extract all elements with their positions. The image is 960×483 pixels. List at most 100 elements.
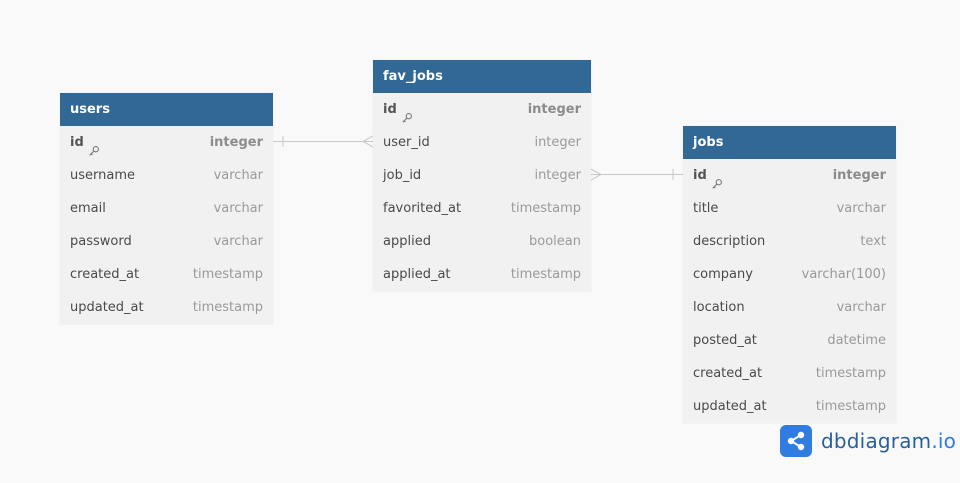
field-type: integer: [534, 168, 581, 183]
field-row-email[interactable]: email varchar: [60, 192, 273, 225]
key-icon: [88, 137, 100, 156]
field-name: password: [70, 225, 132, 258]
field-name-text: company: [693, 267, 753, 282]
field-name: id: [70, 126, 100, 159]
field-row-favorited-at[interactable]: favorited_at timestamp: [373, 192, 591, 225]
field-row-company[interactable]: company varchar(100): [683, 258, 896, 291]
field-name-text: updated_at: [693, 399, 767, 414]
field-name: created_at: [693, 357, 762, 390]
field-name-text: title: [693, 201, 719, 216]
relation-favjobs-jobs[interactable]: [590, 168, 683, 181]
field-type: integer: [534, 135, 581, 150]
field-name: created_at: [70, 258, 139, 291]
key-icon: [711, 170, 723, 189]
field-name-text: id: [70, 135, 84, 150]
field-name-text: description: [693, 234, 766, 249]
table-fields: id integer username varchar email varchar pass…: [60, 126, 273, 324]
field-name: company: [693, 258, 753, 291]
field-row-user-id[interactable]: user_id integer: [373, 126, 591, 159]
field-name-text: created_at: [693, 366, 763, 381]
field-row-created-at[interactable]: created_at timestamp: [683, 357, 896, 390]
table-header[interactable]: fav_jobs: [373, 60, 591, 93]
field-row-updated-at[interactable]: updated_at timestamp: [683, 390, 896, 423]
field-name-text: posted_at: [693, 333, 757, 348]
many-marker: [361, 135, 374, 148]
field-name-text: password: [70, 234, 132, 249]
field-name: title: [693, 192, 718, 225]
field-type: timestamp: [510, 267, 581, 282]
field-type: timestamp: [192, 300, 263, 315]
field-name: updated_at: [693, 390, 767, 423]
field-name: id: [383, 93, 413, 126]
field-type: boolean: [529, 234, 581, 249]
field-type: timestamp: [510, 201, 581, 216]
field-row-id[interactable]: id integer: [60, 126, 273, 159]
field-name: applied_at: [383, 258, 451, 291]
field-name-text: user_id: [383, 135, 430, 150]
table-header[interactable]: users: [60, 93, 273, 126]
field-name: posted_at: [693, 324, 757, 357]
field-name-text: favorited_at: [383, 201, 462, 216]
field-name-text: applied: [383, 234, 431, 249]
brand-name: dbdiagram.io: [821, 429, 956, 453]
field-type: varchar: [213, 201, 263, 216]
field-type: varchar(100): [801, 267, 886, 282]
field-row-username[interactable]: username varchar: [60, 159, 273, 192]
field-name: applied: [383, 225, 431, 258]
table-header[interactable]: jobs: [683, 126, 896, 159]
table-users[interactable]: users id integer username varchar email varch…: [60, 93, 273, 324]
field-name: description: [693, 225, 765, 258]
field-row-job-id[interactable]: job_id integer: [373, 159, 591, 192]
field-name-text: id: [383, 102, 397, 117]
field-type: timestamp: [192, 267, 263, 282]
field-type: varchar: [213, 168, 263, 183]
field-row-updated-at[interactable]: updated_at timestamp: [60, 291, 273, 324]
field-name: username: [70, 159, 135, 192]
field-row-title[interactable]: title varchar: [683, 192, 896, 225]
field-type: timestamp: [815, 366, 886, 381]
field-name-text: job_id: [383, 168, 422, 183]
field-name: id: [693, 159, 723, 192]
brand-tld: .io: [931, 429, 957, 453]
field-row-applied-at[interactable]: applied_at timestamp: [373, 258, 591, 291]
field-name-text: location: [693, 300, 745, 315]
field-row-id[interactable]: id integer: [373, 93, 591, 126]
field-name: user_id: [383, 126, 430, 159]
field-name: location: [693, 291, 745, 324]
field-type: varchar: [836, 300, 886, 315]
field-row-applied[interactable]: applied boolean: [373, 225, 591, 258]
field-type: datetime: [827, 333, 886, 348]
field-name: favorited_at: [383, 192, 461, 225]
brand-name-text: dbdiagram: [821, 429, 932, 453]
many-marker: [590, 168, 603, 181]
field-type: varchar: [836, 201, 886, 216]
field-row-posted-at[interactable]: posted_at datetime: [683, 324, 896, 357]
share-nodes-icon: [780, 425, 812, 457]
field-name: email: [70, 192, 106, 225]
field-row-created-at[interactable]: created_at timestamp: [60, 258, 273, 291]
field-name-text: username: [70, 168, 135, 183]
field-name-text: applied_at: [383, 267, 451, 282]
field-name-text: email: [70, 201, 106, 216]
field-row-description[interactable]: description text: [683, 225, 896, 258]
field-row-location[interactable]: location varchar: [683, 291, 896, 324]
field-type: integer: [527, 102, 581, 117]
field-type: text: [860, 234, 886, 249]
field-type: integer: [209, 135, 263, 150]
brand-watermark[interactable]: dbdiagram.io: [780, 424, 956, 458]
field-name-text: updated_at: [70, 300, 144, 315]
key-icon: [401, 104, 413, 123]
field-name: job_id: [383, 159, 421, 192]
field-name-text: id: [693, 168, 707, 183]
field-name: updated_at: [70, 291, 144, 324]
field-type: timestamp: [815, 399, 886, 414]
field-name-text: created_at: [70, 267, 140, 282]
relation-users-favjobs[interactable]: [273, 135, 374, 148]
